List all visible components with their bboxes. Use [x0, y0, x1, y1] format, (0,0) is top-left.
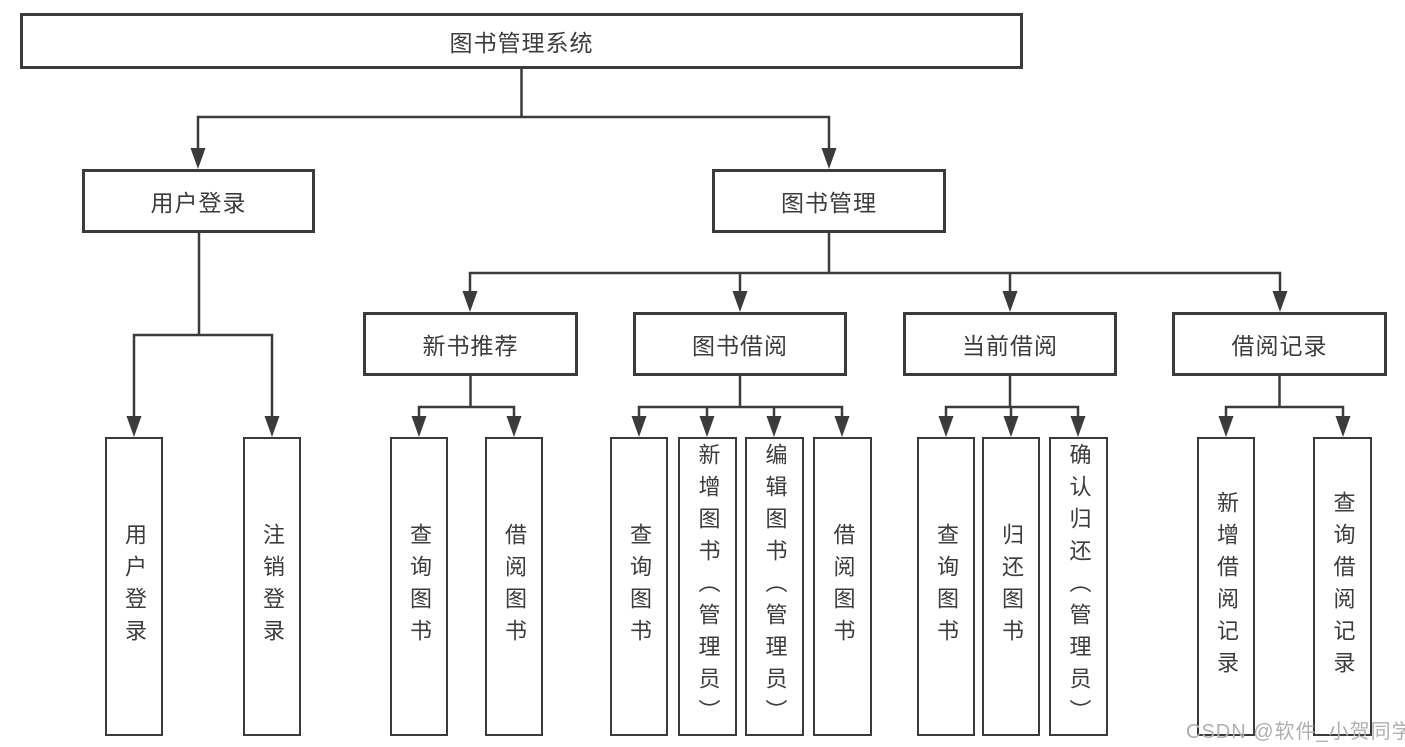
- arrowheads: [126, 148, 1351, 437]
- leaf-query-borrow-record: 查询借阅记录: [1313, 437, 1372, 736]
- node-user-login: 用户登录: [82, 169, 315, 233]
- leaf-return-books: 归还图书: [982, 437, 1040, 736]
- node-current-borrow: 当前借阅: [903, 312, 1117, 376]
- leaf-query-books-current: 查询图书: [917, 437, 975, 736]
- leaf-add-borrow-record: 新增借阅记录: [1197, 437, 1255, 736]
- node-book-management: 图书管理: [712, 169, 946, 233]
- leaf-logout: 注销登录: [243, 437, 301, 736]
- leaf-borrow-books: 借阅图书: [813, 437, 872, 736]
- node-borrow-records: 借阅记录: [1172, 312, 1387, 376]
- node-new-book-recommend: 新书推荐: [363, 312, 578, 376]
- leaf-query-books-recommend: 查询图书: [390, 437, 448, 736]
- leaf-borrow-books-recommend: 借阅图书: [485, 437, 543, 736]
- leaf-edit-book-admin: 编辑图书（管理员）: [745, 437, 804, 736]
- watermark-text: CSDN @软件_小贺同学: [1186, 721, 1405, 743]
- node-book-borrow: 图书借阅: [633, 312, 847, 376]
- node-library-management-system: 图书管理系统: [20, 13, 1023, 69]
- leaf-confirm-return-admin: 确认归还（管理员）: [1049, 437, 1108, 736]
- leaf-user-login: 用户登录: [105, 437, 163, 736]
- leaf-query-books-borrow: 查询图书: [610, 437, 668, 736]
- leaf-add-book-admin: 新增图书（管理员）: [678, 437, 737, 736]
